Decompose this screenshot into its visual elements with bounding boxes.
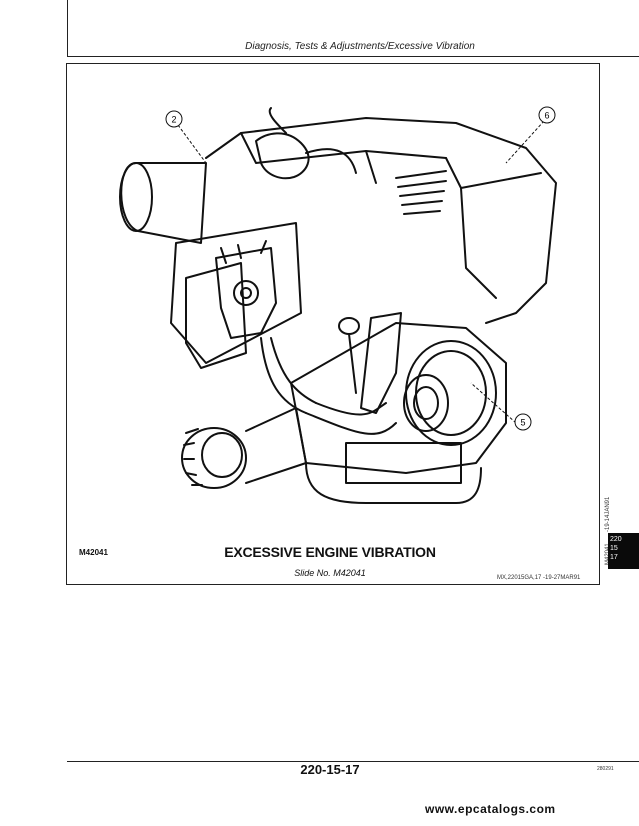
engine-illustration: 2 6 5 <box>119 106 557 504</box>
callout-6: 6 <box>538 106 556 124</box>
section-tab: 220 15 17 <box>608 533 639 569</box>
page-header-title: Diagnosis, Tests & Adjustments/Excessive… <box>245 41 475 52</box>
callout-6-label: 6 <box>544 111 549 121</box>
figure-code: M42041 <box>79 548 108 557</box>
footer-rule <box>67 761 639 762</box>
vertical-date: -19-14JAN91 <box>605 496 611 532</box>
slide-number: Slide No. M42041 <box>294 568 366 578</box>
callout-5-label: 5 <box>520 418 525 428</box>
figure-frame <box>66 63 600 585</box>
page-number: 220-15-17 <box>300 762 360 777</box>
callout-5: 5 <box>514 413 532 431</box>
section-tab-line3: 17 <box>610 554 618 561</box>
footer-code: 280291 <box>597 766 614 772</box>
left-margin-rule <box>67 0 68 57</box>
section-tab-line2: 15 <box>610 545 618 552</box>
figure-title: EXCESSIVE ENGINE VIBRATION <box>224 544 436 560</box>
callout-2-label: 2 <box>171 115 176 125</box>
section-tab-line1: 220 <box>610 536 622 543</box>
watermark: www.epcatalogs.com <box>425 802 556 816</box>
figure-reference: MX,22015GA,17 -19-27MAR91 <box>497 575 581 581</box>
header-rule <box>67 56 639 57</box>
callout-2: 2 <box>165 110 183 128</box>
